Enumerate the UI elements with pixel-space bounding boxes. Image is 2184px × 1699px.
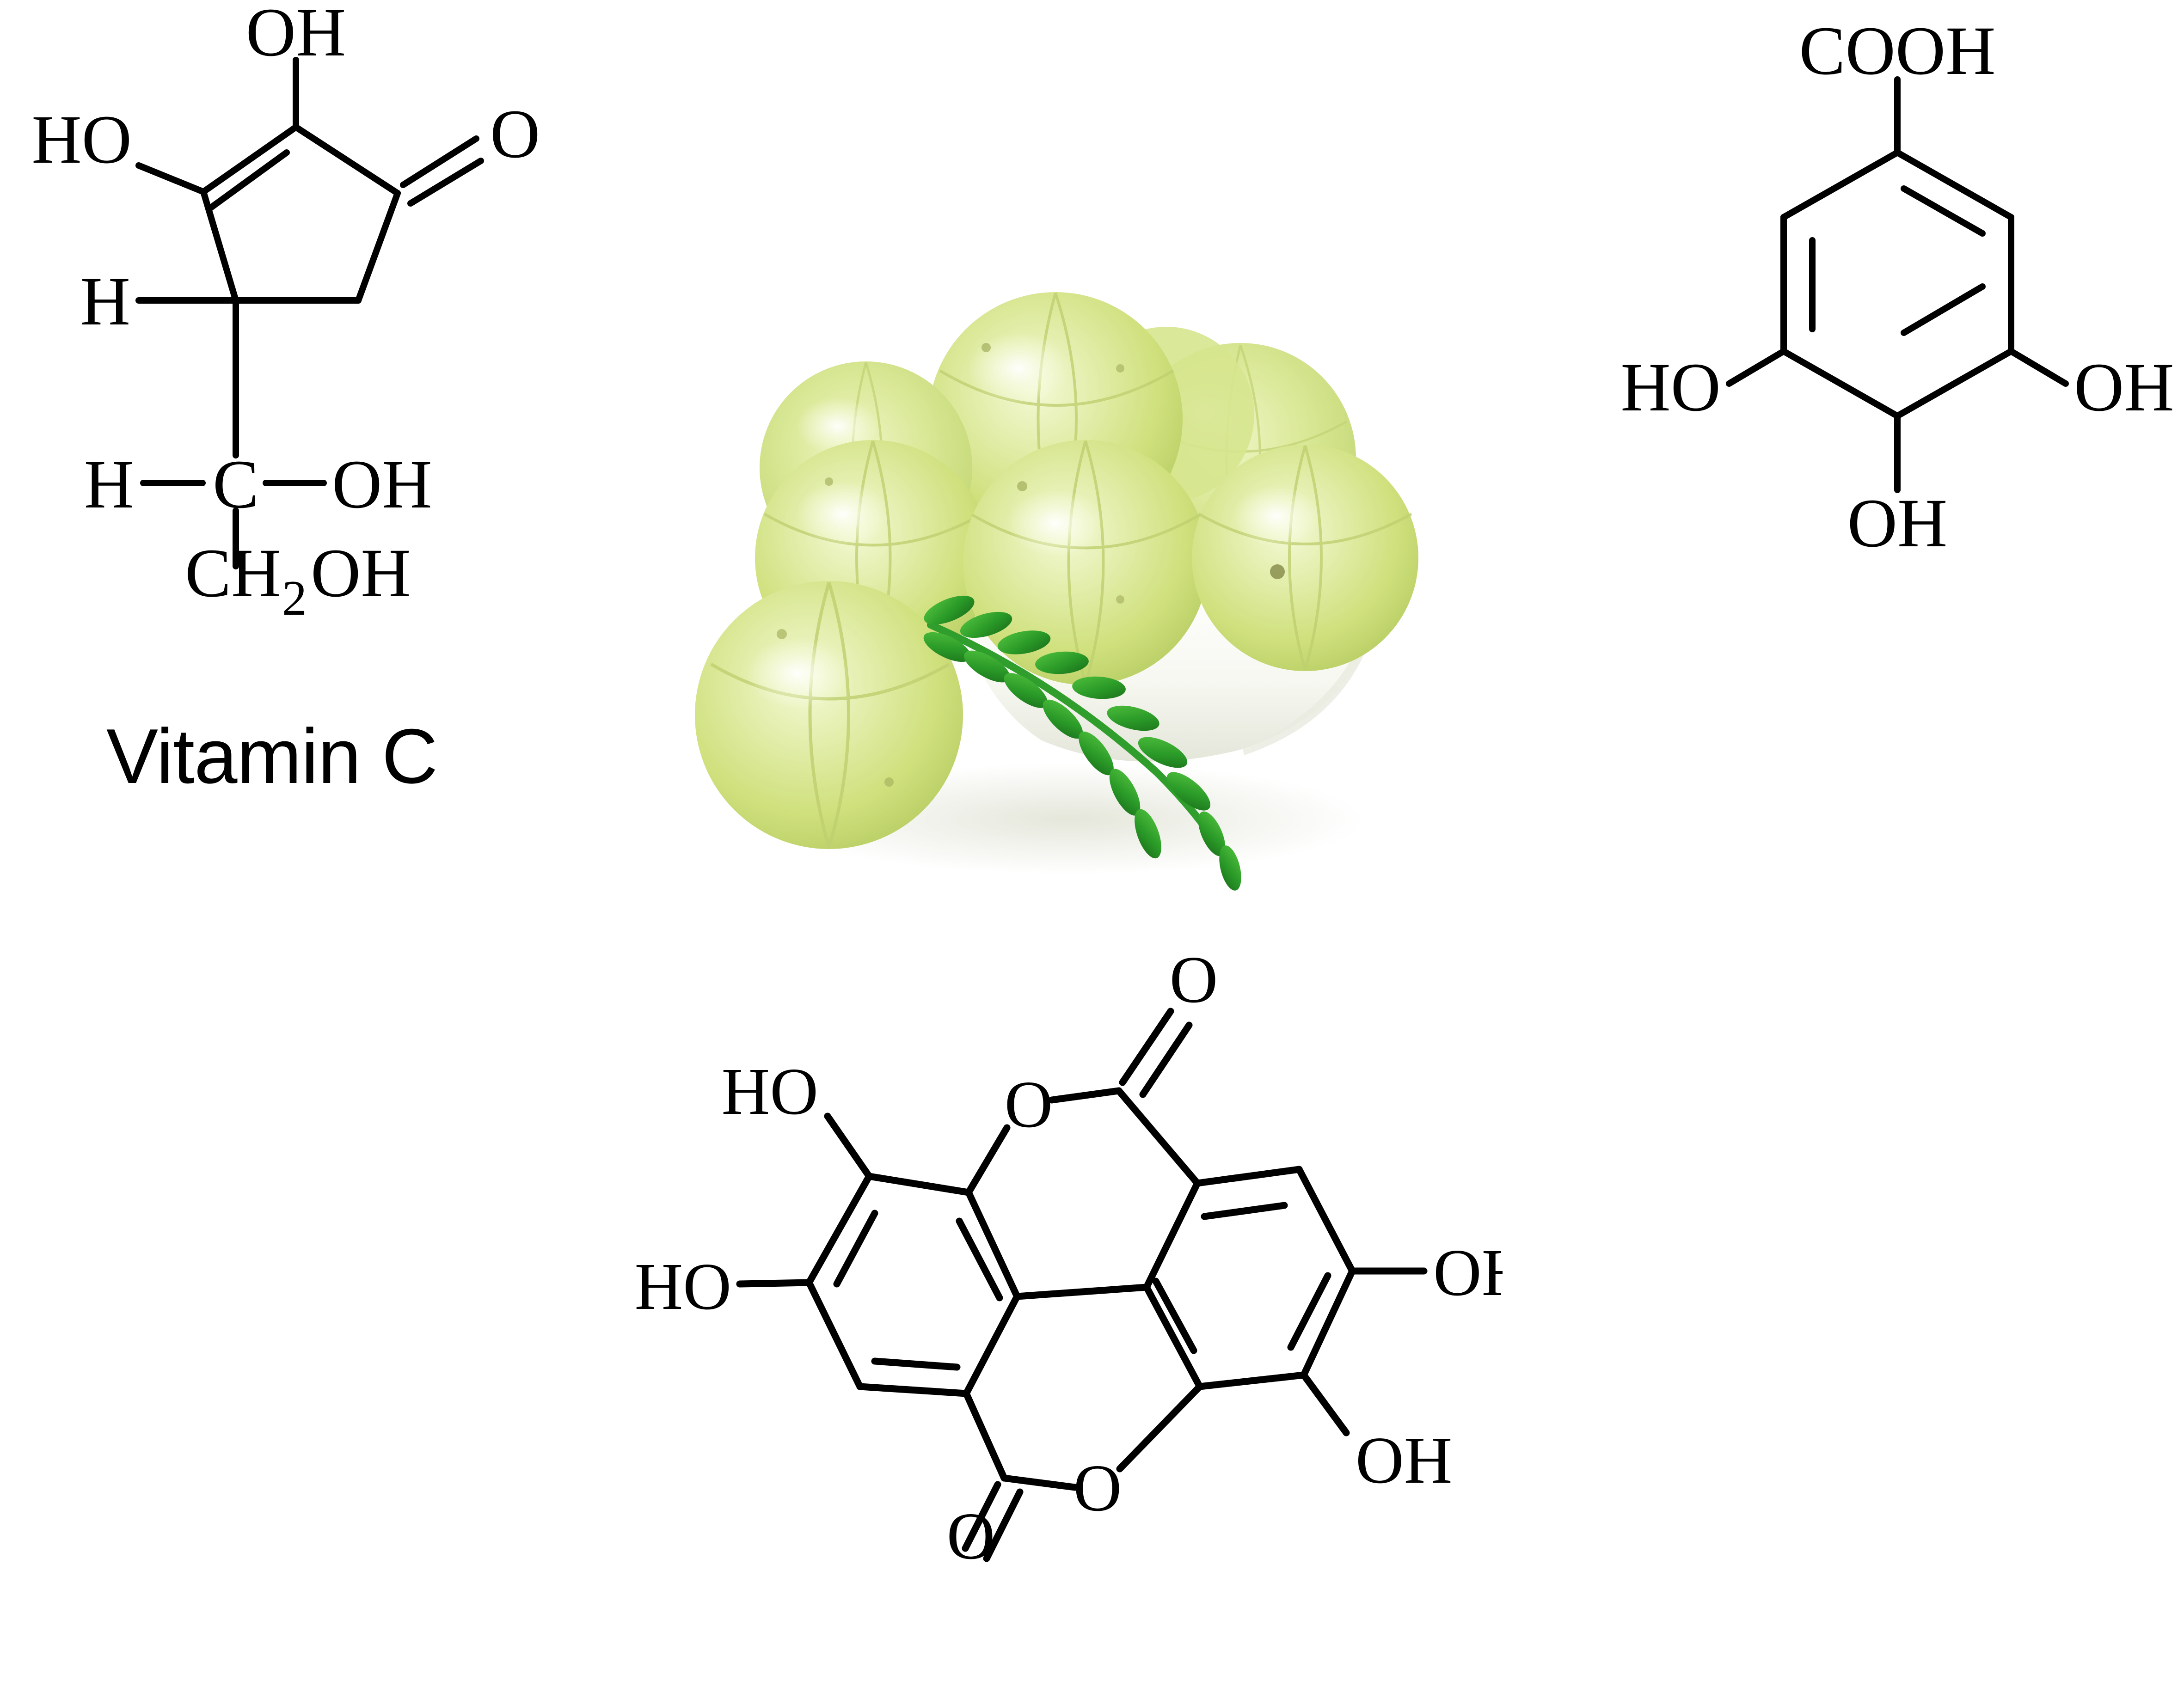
vitamin-c-label-chain-h: H (84, 446, 134, 523)
amla-fruit-photo (690, 163, 1458, 897)
amla-fruit-photo-image (690, 163, 1458, 897)
compound-panel-gallic-acid: COOH HO OH OH Gallic acid (1549, 0, 2184, 832)
fruit-center-mid (963, 440, 1208, 685)
gallic-acid-label-ho: HO (1620, 349, 1721, 426)
vitamin-c-label-top-oh: OH (246, 0, 346, 71)
vitamin-c-label-ch2oh-main: CH (185, 535, 281, 611)
gallic-acid-label-oh-right: OH (2074, 349, 2174, 426)
fruit-front-left (695, 581, 963, 849)
ellagic-acid-label-o-upper-ring: O (1005, 1068, 1053, 1142)
vitamin-c-label-chain-oh: OH (332, 446, 432, 523)
ellagic-acid-label-o-lower-carbonyl: O (947, 1499, 995, 1562)
gallic-acid-label-cooh: COOH (1799, 12, 1995, 89)
vitamin-c-label-ring-h: H (80, 263, 130, 340)
ellagic-acid-label-oh-lower-right: OH (1356, 1424, 1452, 1497)
ellagic-acid-label-o-lower-ring: O (1074, 1451, 1122, 1525)
ellagic-acid-label-ho-mid-left: HO (635, 1250, 731, 1324)
ellagic-acid-label-ho-upper-left: HO (722, 1055, 818, 1129)
compound-panel-ellagic-acid: HO HO O O O O OH OH Ellagic acid (601, 906, 1503, 1576)
caption-vitamin-c: Vitamin C (106, 713, 438, 800)
compound-panel-vitamin-c: OH HO O H H C OH CH 2 OH Vitamin C (0, 0, 555, 832)
vitamin-c-label-ketone-o: O (490, 96, 540, 172)
ellagic-acid-label-o-upper-carbonyl: O (1170, 943, 1218, 1017)
gallic-acid-label-oh-bottom: OH (1847, 485, 1948, 562)
ellagic-acid-label-oh-mid-right: OH (1433, 1236, 1503, 1310)
vitamin-c-label-chain-c: C (213, 446, 259, 523)
vitamin-c-structure: OH HO O H H C OH CH 2 OH (31, 0, 540, 626)
gallic-acid-structure: COOH HO OH OH (1620, 12, 2174, 562)
vitamin-c-label-ch2oh-sub: 2 (282, 571, 307, 626)
vitamin-c-label-ch2oh-tail: OH (311, 535, 411, 611)
fruit-right-mid (1192, 445, 1418, 671)
ellagic-acid-structure: HO HO O O O O OH OH (635, 943, 1503, 1562)
leaf-sprig (923, 595, 1241, 891)
vitamin-c-label-left-ho: HO (31, 101, 132, 178)
